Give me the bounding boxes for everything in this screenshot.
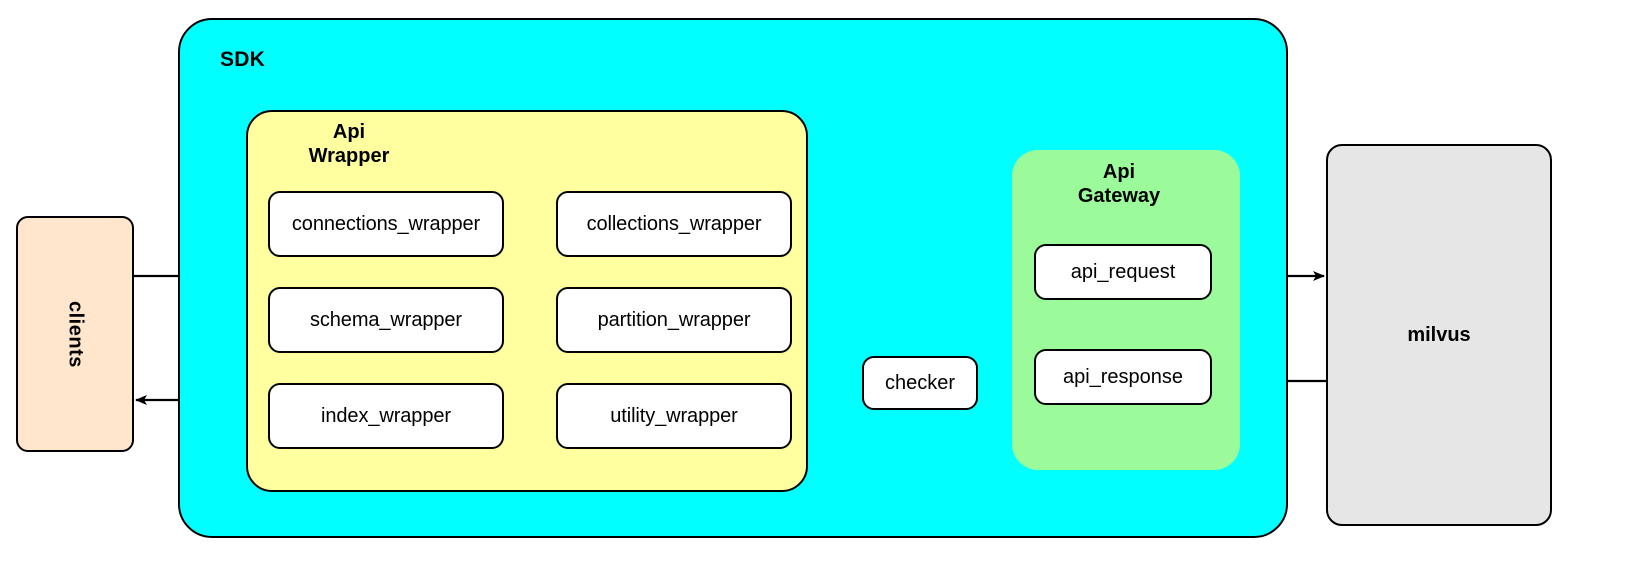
wrapper-cell-index[interactable]: index_wrapper [268,383,504,449]
wrapper-cell-label: schema_wrapper [309,308,462,331]
api-gateway-label-line2: Gateway [1077,185,1161,208]
milvus-label: milvus [1407,323,1471,346]
api-wrapper-label-line1: Api [332,121,366,143]
wrapper-cell-label: collections_wrapper [586,212,762,235]
sdk-container[interactable]: SDK Api Wrapper connections_wrapper coll… [178,18,1288,538]
wrapper-cell-connections[interactable]: connections_wrapper [268,191,504,257]
api-wrapper-label-line2: Wrapper [308,145,390,168]
wrapper-cell-utility[interactable]: utility_wrapper [556,383,792,449]
wrapper-cell-label: index_wrapper [321,404,451,427]
checker-node[interactable]: checker [862,356,978,410]
clients-label: clients [64,300,87,368]
gateway-cell-api-response[interactable]: api_response [1034,349,1212,405]
api-gateway-label-line1: Api [1102,161,1136,183]
api-wrapper-container[interactable]: Api Wrapper connections_wrapper collecti… [246,110,808,492]
wrapper-cell-partition[interactable]: partition_wrapper [556,287,792,353]
wrapper-cell-label: utility_wrapper [610,404,738,427]
sdk-label: SDK [220,48,265,71]
gateway-cell-api-request[interactable]: api_request [1034,244,1212,300]
gateway-cell-label: api_request [1070,260,1176,283]
wrapper-cell-label: connections_wrapper [291,212,481,235]
wrapper-cell-label: partition_wrapper [597,308,751,331]
checker-label: checker [884,371,956,394]
milvus-node[interactable]: milvus [1326,144,1552,526]
wrapper-cell-schema[interactable]: schema_wrapper [268,287,504,353]
wrapper-cell-collections[interactable]: collections_wrapper [556,191,792,257]
api-gateway-label: Api Gateway [1024,160,1214,209]
api-gateway-container[interactable]: Api Gateway api_request api_response [1012,150,1240,470]
gateway-cell-label: api_response [1062,365,1184,388]
api-wrapper-label: Api Wrapper [264,120,434,169]
clients-node[interactable]: clients [16,216,134,452]
